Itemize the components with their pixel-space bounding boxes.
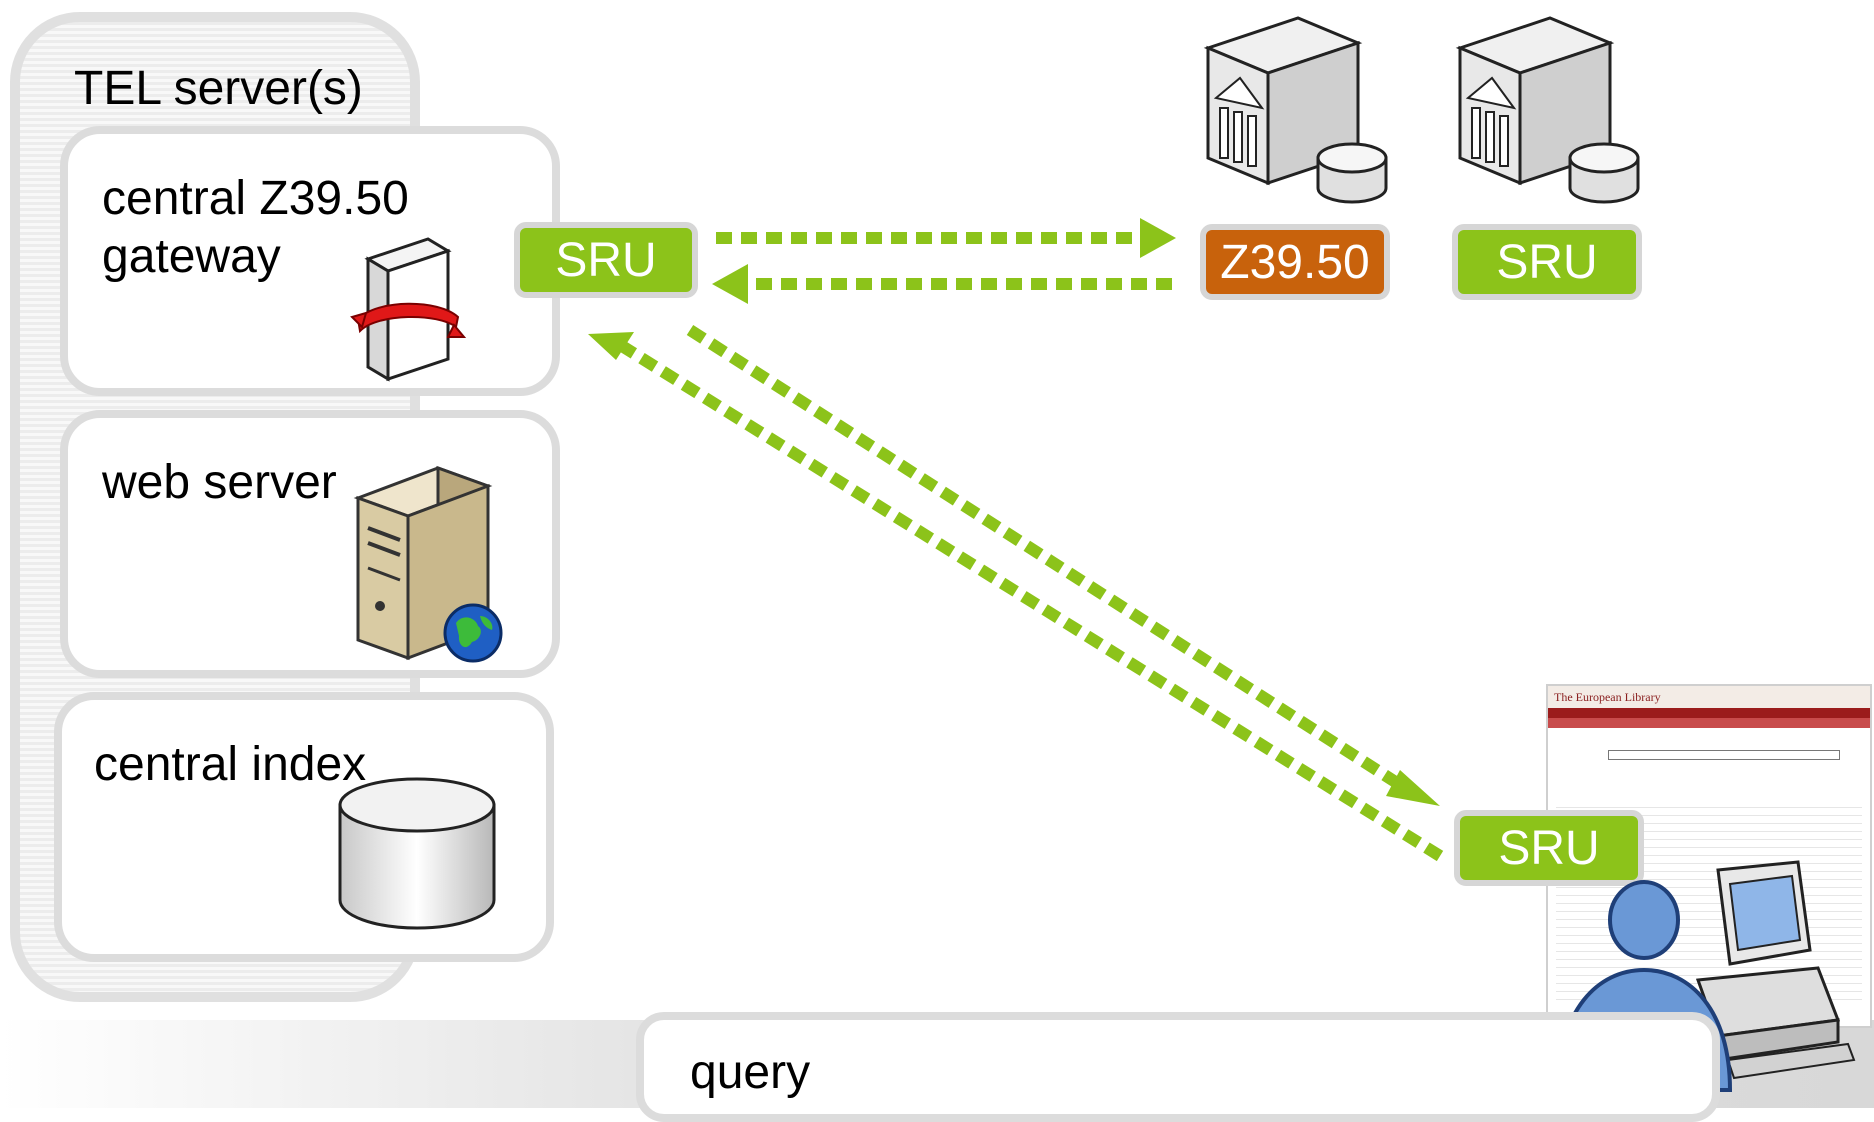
client-browser-searchbar — [1608, 750, 1840, 760]
remote-sru-badge: SRU — [1452, 224, 1642, 300]
client-browser-header: The European Library — [1548, 686, 1870, 708]
gateway-panel: central Z39.50 gateway — [60, 126, 560, 396]
gateway-sru-badge: SRU — [514, 222, 698, 298]
gateway-label: central Z39.50 gateway — [102, 172, 409, 283]
web-server-panel: web server — [60, 410, 560, 678]
client-browser-nav — [1548, 708, 1870, 718]
web-server-label: web server — [102, 456, 337, 509]
client-browser-title: The European Library — [1554, 690, 1661, 704]
client-browser-subnav — [1548, 718, 1870, 728]
client-sru-badge: SRU — [1454, 810, 1644, 886]
web-server-icon — [353, 465, 503, 663]
library-server-icon — [1203, 16, 1388, 204]
gateway-server-icon — [350, 237, 467, 382]
tel-group-title: TEL server(s) — [74, 62, 363, 115]
central-index-label: central index — [94, 738, 367, 791]
library-server-icon — [1455, 16, 1640, 204]
database-icon — [338, 777, 496, 930]
query-tab: query — [636, 1012, 1720, 1122]
central-index-panel: central index — [54, 692, 554, 962]
query-label: query — [690, 1046, 811, 1099]
remote-z3950-badge: Z39.50 — [1200, 224, 1390, 300]
